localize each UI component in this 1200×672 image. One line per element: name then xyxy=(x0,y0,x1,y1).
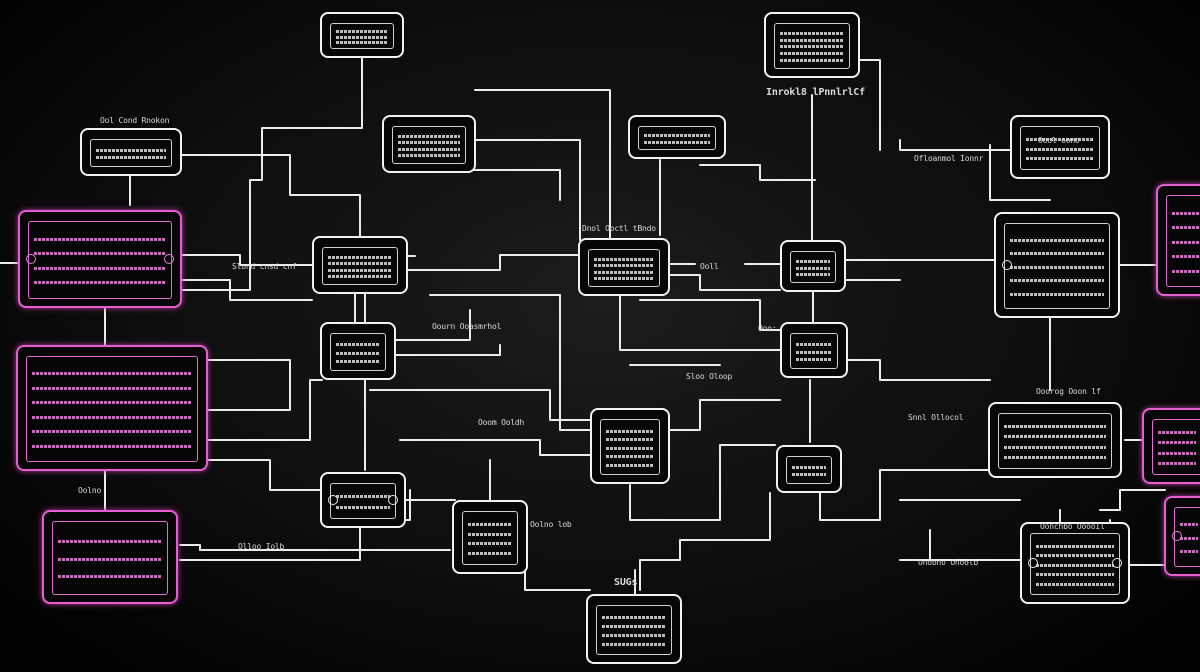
node-center-low[interactable] xyxy=(590,408,670,484)
node-pink-right-low[interactable] xyxy=(1164,496,1200,576)
label-p: Oolno lob xyxy=(530,520,572,529)
node-upper-center[interactable] xyxy=(628,115,726,159)
node-upper-right[interactable] xyxy=(1010,115,1110,179)
label-h: Snnl Ollocol xyxy=(908,413,964,422)
node-top-b[interactable] xyxy=(764,12,860,78)
label-o: Oolno xyxy=(78,486,102,495)
node-pink-left-3[interactable] xyxy=(42,510,178,604)
node-left-top[interactable] xyxy=(80,128,182,176)
node-top-a[interactable] xyxy=(320,12,404,58)
node-pink-left-2[interactable] xyxy=(16,345,208,471)
label-i: Sloo Oloop xyxy=(686,372,733,381)
label-f: Ooorog Ooon lf xyxy=(1036,387,1101,396)
label-q: Oool oono xyxy=(1038,136,1080,145)
label-g: Ooom Ooldh xyxy=(478,418,525,427)
label-k: SUGs xyxy=(614,577,638,588)
label-e: Dnol Ooctl tBndo xyxy=(582,224,656,233)
node-center[interactable] xyxy=(578,238,670,296)
node-bottom-center[interactable] xyxy=(586,594,682,664)
node-mid-left-2[interactable] xyxy=(320,322,396,380)
node-center-right-2[interactable] xyxy=(780,322,848,378)
label-c: Oourn Ooasmrhol xyxy=(432,322,502,331)
label-l: Onobno Onoolb xyxy=(918,558,979,567)
label-title-top-right: Inrokl8 lPnnlrlCf xyxy=(766,87,865,98)
node-pink-right-top[interactable] xyxy=(1156,184,1200,296)
label-j: Ooo: xyxy=(758,324,777,333)
label-b: Slond cnsd cnf xyxy=(232,262,297,271)
label-n: Oonchbo OoooIl xyxy=(1040,522,1105,531)
node-center-right[interactable] xyxy=(780,240,846,292)
node-pink-right-mid[interactable] xyxy=(1142,408,1200,484)
node-mid-left[interactable] xyxy=(312,236,408,294)
label-m: Olloo Iolb xyxy=(238,542,285,551)
node-center-right-3[interactable] xyxy=(776,445,842,493)
label-r: Ooll xyxy=(700,262,719,271)
node-upper-center-left[interactable] xyxy=(382,115,476,173)
node-right-low[interactable] xyxy=(1020,522,1130,604)
node-right-mid[interactable] xyxy=(988,402,1122,478)
node-round-left[interactable] xyxy=(320,472,406,528)
node-right-large[interactable] xyxy=(994,212,1120,318)
label-a: Ool Cond Rnokon xyxy=(100,116,170,125)
node-low-center-left[interactable] xyxy=(452,500,528,574)
node-pink-left-1[interactable] xyxy=(18,210,182,308)
label-d: Ofloanmol Ionnr xyxy=(914,154,984,163)
